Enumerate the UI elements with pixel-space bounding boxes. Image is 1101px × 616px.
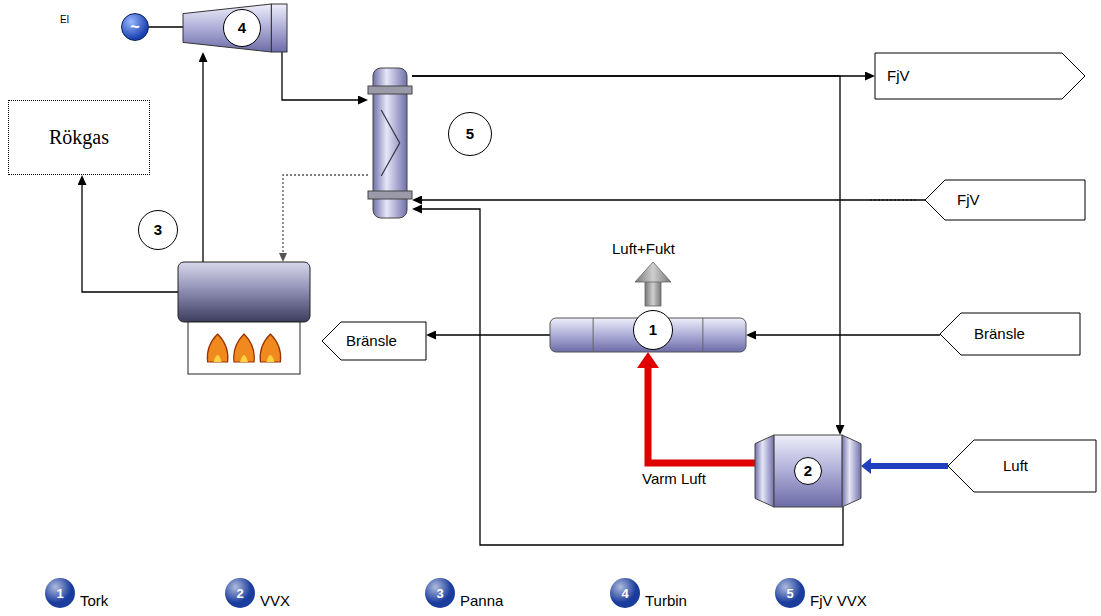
node-label: Luft	[1003, 440, 1028, 492]
legend-text: Turbin	[645, 592, 687, 609]
condensate-line	[283, 175, 368, 253]
arrow-tag	[875, 53, 1085, 99]
boiler: 3	[178, 262, 310, 374]
node-outline	[178, 262, 310, 374]
flow-connector	[149, 26, 183, 27]
node-label: Bränsle	[346, 322, 397, 360]
air-heat-exchanger: 2	[755, 435, 861, 507]
flow-connector	[202, 62, 203, 262]
flame-core	[214, 355, 222, 362]
arrow-tag	[940, 313, 1080, 355]
flow-connector	[282, 52, 358, 100]
fuel-input: Bränsle	[940, 313, 1080, 355]
callout-number: 3	[138, 210, 178, 250]
flow-connector	[82, 185, 178, 292]
exhaust-box: Rökgas	[8, 100, 150, 175]
legend-text: Panna	[460, 592, 503, 609]
flange	[368, 191, 412, 199]
drum-seam	[702, 318, 703, 352]
exchanger-hood	[755, 435, 774, 507]
flame-core	[266, 355, 274, 362]
exchanger-hood	[842, 435, 861, 507]
callout-number: 4	[223, 9, 261, 47]
callout-number: 2	[794, 457, 822, 485]
flow-connector	[756, 334, 940, 335]
legend-text: FjV VVX	[810, 592, 867, 609]
vapor-arrow-head	[635, 262, 671, 282]
district-heat-out: FjV	[875, 53, 1085, 99]
power-label: El	[60, 14, 69, 26]
legend-number: 1	[45, 578, 75, 608]
flow-connector	[871, 463, 948, 469]
flow-connector	[412, 76, 840, 425]
flame	[207, 334, 228, 362]
arrow-tag	[925, 180, 1085, 220]
dryer: 1	[550, 318, 746, 352]
flow-connector	[648, 368, 755, 463]
node-outline	[368, 68, 412, 218]
generator-symbol: ~	[121, 13, 149, 41]
boiler-drum	[178, 262, 310, 322]
turbine-casing	[183, 4, 271, 52]
furnace	[188, 322, 300, 374]
edge-label: Varm Luft	[640, 470, 708, 487]
turbine: 4	[183, 4, 287, 52]
callout-number: 1	[633, 310, 673, 350]
drum-seam	[593, 318, 594, 352]
arrow-tag	[322, 322, 426, 360]
legend-text: VVX	[260, 592, 290, 609]
legend-text: Tork	[80, 592, 108, 609]
node-label: Rökgas	[9, 101, 149, 174]
flow-connector	[422, 199, 925, 200]
vapor-arrow-body	[645, 280, 661, 306]
node-outline	[925, 180, 1085, 220]
node-label: FjV	[957, 180, 980, 220]
flange	[368, 86, 412, 94]
flow-connector	[422, 209, 843, 545]
district-heat-exchanger: 5	[368, 68, 412, 218]
node-label: FjV	[887, 53, 910, 99]
exchanger-core	[774, 435, 842, 507]
flow-connector	[436, 334, 550, 335]
arrow-tag	[948, 440, 1096, 492]
district-heat-in: FjV	[925, 180, 1085, 220]
flame	[234, 334, 255, 362]
legend-number: 4	[610, 578, 640, 608]
legend-number: 5	[775, 578, 805, 608]
callout-number: 5	[448, 112, 492, 156]
flame	[260, 334, 281, 362]
vapor-arrow	[635, 262, 671, 306]
legend-number: 2	[225, 578, 255, 608]
node-label: ~	[122, 14, 148, 40]
legend-number: 3	[425, 578, 455, 608]
vapor-label: Luft+Fukt	[612, 240, 675, 257]
tube-bundle	[381, 110, 399, 176]
turbine-outlet	[271, 4, 287, 52]
node-label: Bränsle	[974, 313, 1025, 355]
air-input: Luft	[948, 440, 1096, 492]
flame-core	[240, 355, 248, 362]
fuel-tag: Bränsle	[322, 322, 426, 360]
